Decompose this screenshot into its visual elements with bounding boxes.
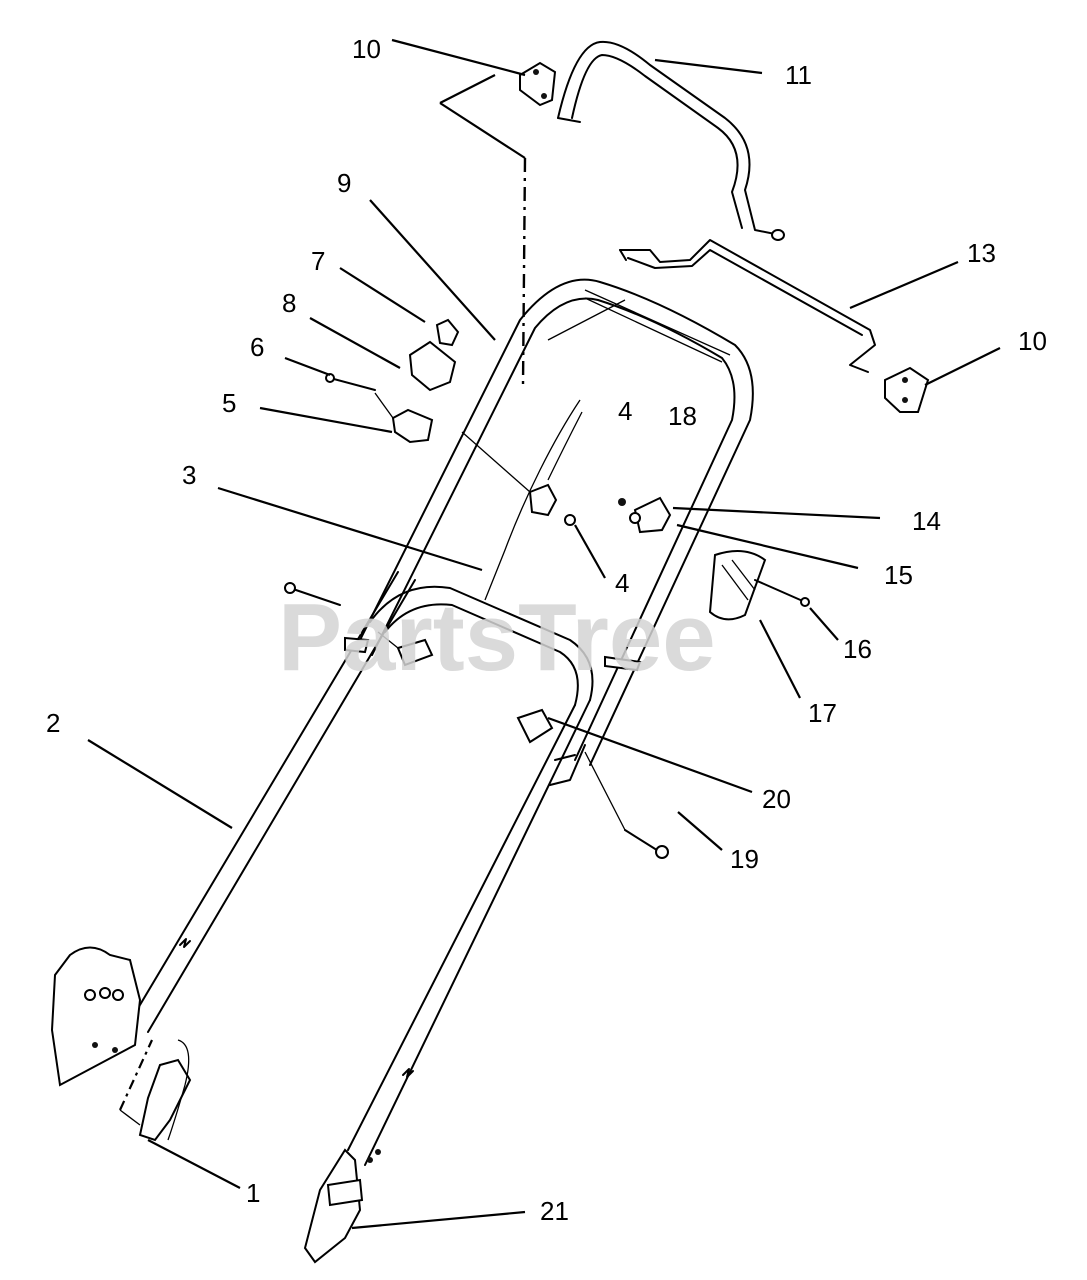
callout-19: 19 [730, 844, 759, 874]
callout-4-upper: 4 [618, 396, 632, 426]
callout-17: 17 [808, 698, 837, 728]
callout-6: 6 [250, 332, 264, 362]
callout-14: 14 [912, 506, 941, 536]
deck-bracket [50, 946, 142, 1087]
height-latch [118, 1039, 192, 1142]
callout-16: 16 [843, 634, 872, 664]
callout-8: 8 [282, 288, 296, 318]
bracket-top [519, 61, 557, 107]
handle-knob-17 [708, 550, 810, 621]
callout-1: 1 [246, 1178, 260, 1208]
operator-bail [557, 40, 785, 241]
callout-10-right: 10 [1018, 326, 1047, 356]
callout-9: 9 [337, 168, 351, 198]
callout-7: 7 [311, 246, 325, 276]
callout-20: 20 [762, 784, 791, 814]
callout-18: 18 [668, 401, 697, 431]
callout-15: 15 [884, 560, 913, 590]
knob-assembly [325, 318, 460, 444]
callout-4-lower: 4 [615, 568, 629, 598]
hardware-14-18 [618, 496, 672, 534]
leader-lines [87, 38, 1001, 1230]
callout-labels: 10 11 9 13 7 8 6 10 5 4 18 3 14 15 4 16 … [46, 34, 1047, 1226]
bracket-right [884, 366, 930, 413]
watermark-text: PartsTree [278, 584, 716, 691]
drive-bail [619, 239, 876, 373]
control-cable [461, 399, 583, 601]
callout-3: 3 [182, 460, 196, 490]
hardware-19-20 [516, 655, 669, 859]
callout-10-top: 10 [352, 34, 381, 64]
callout-2: 2 [46, 708, 60, 738]
callout-11: 11 [785, 60, 812, 90]
callout-13: 13 [967, 238, 996, 268]
bottom-bracket [303, 1148, 381, 1264]
callout-5: 5 [222, 388, 236, 418]
callout-21: 21 [540, 1196, 569, 1226]
lower-left-hardware [284, 582, 434, 667]
